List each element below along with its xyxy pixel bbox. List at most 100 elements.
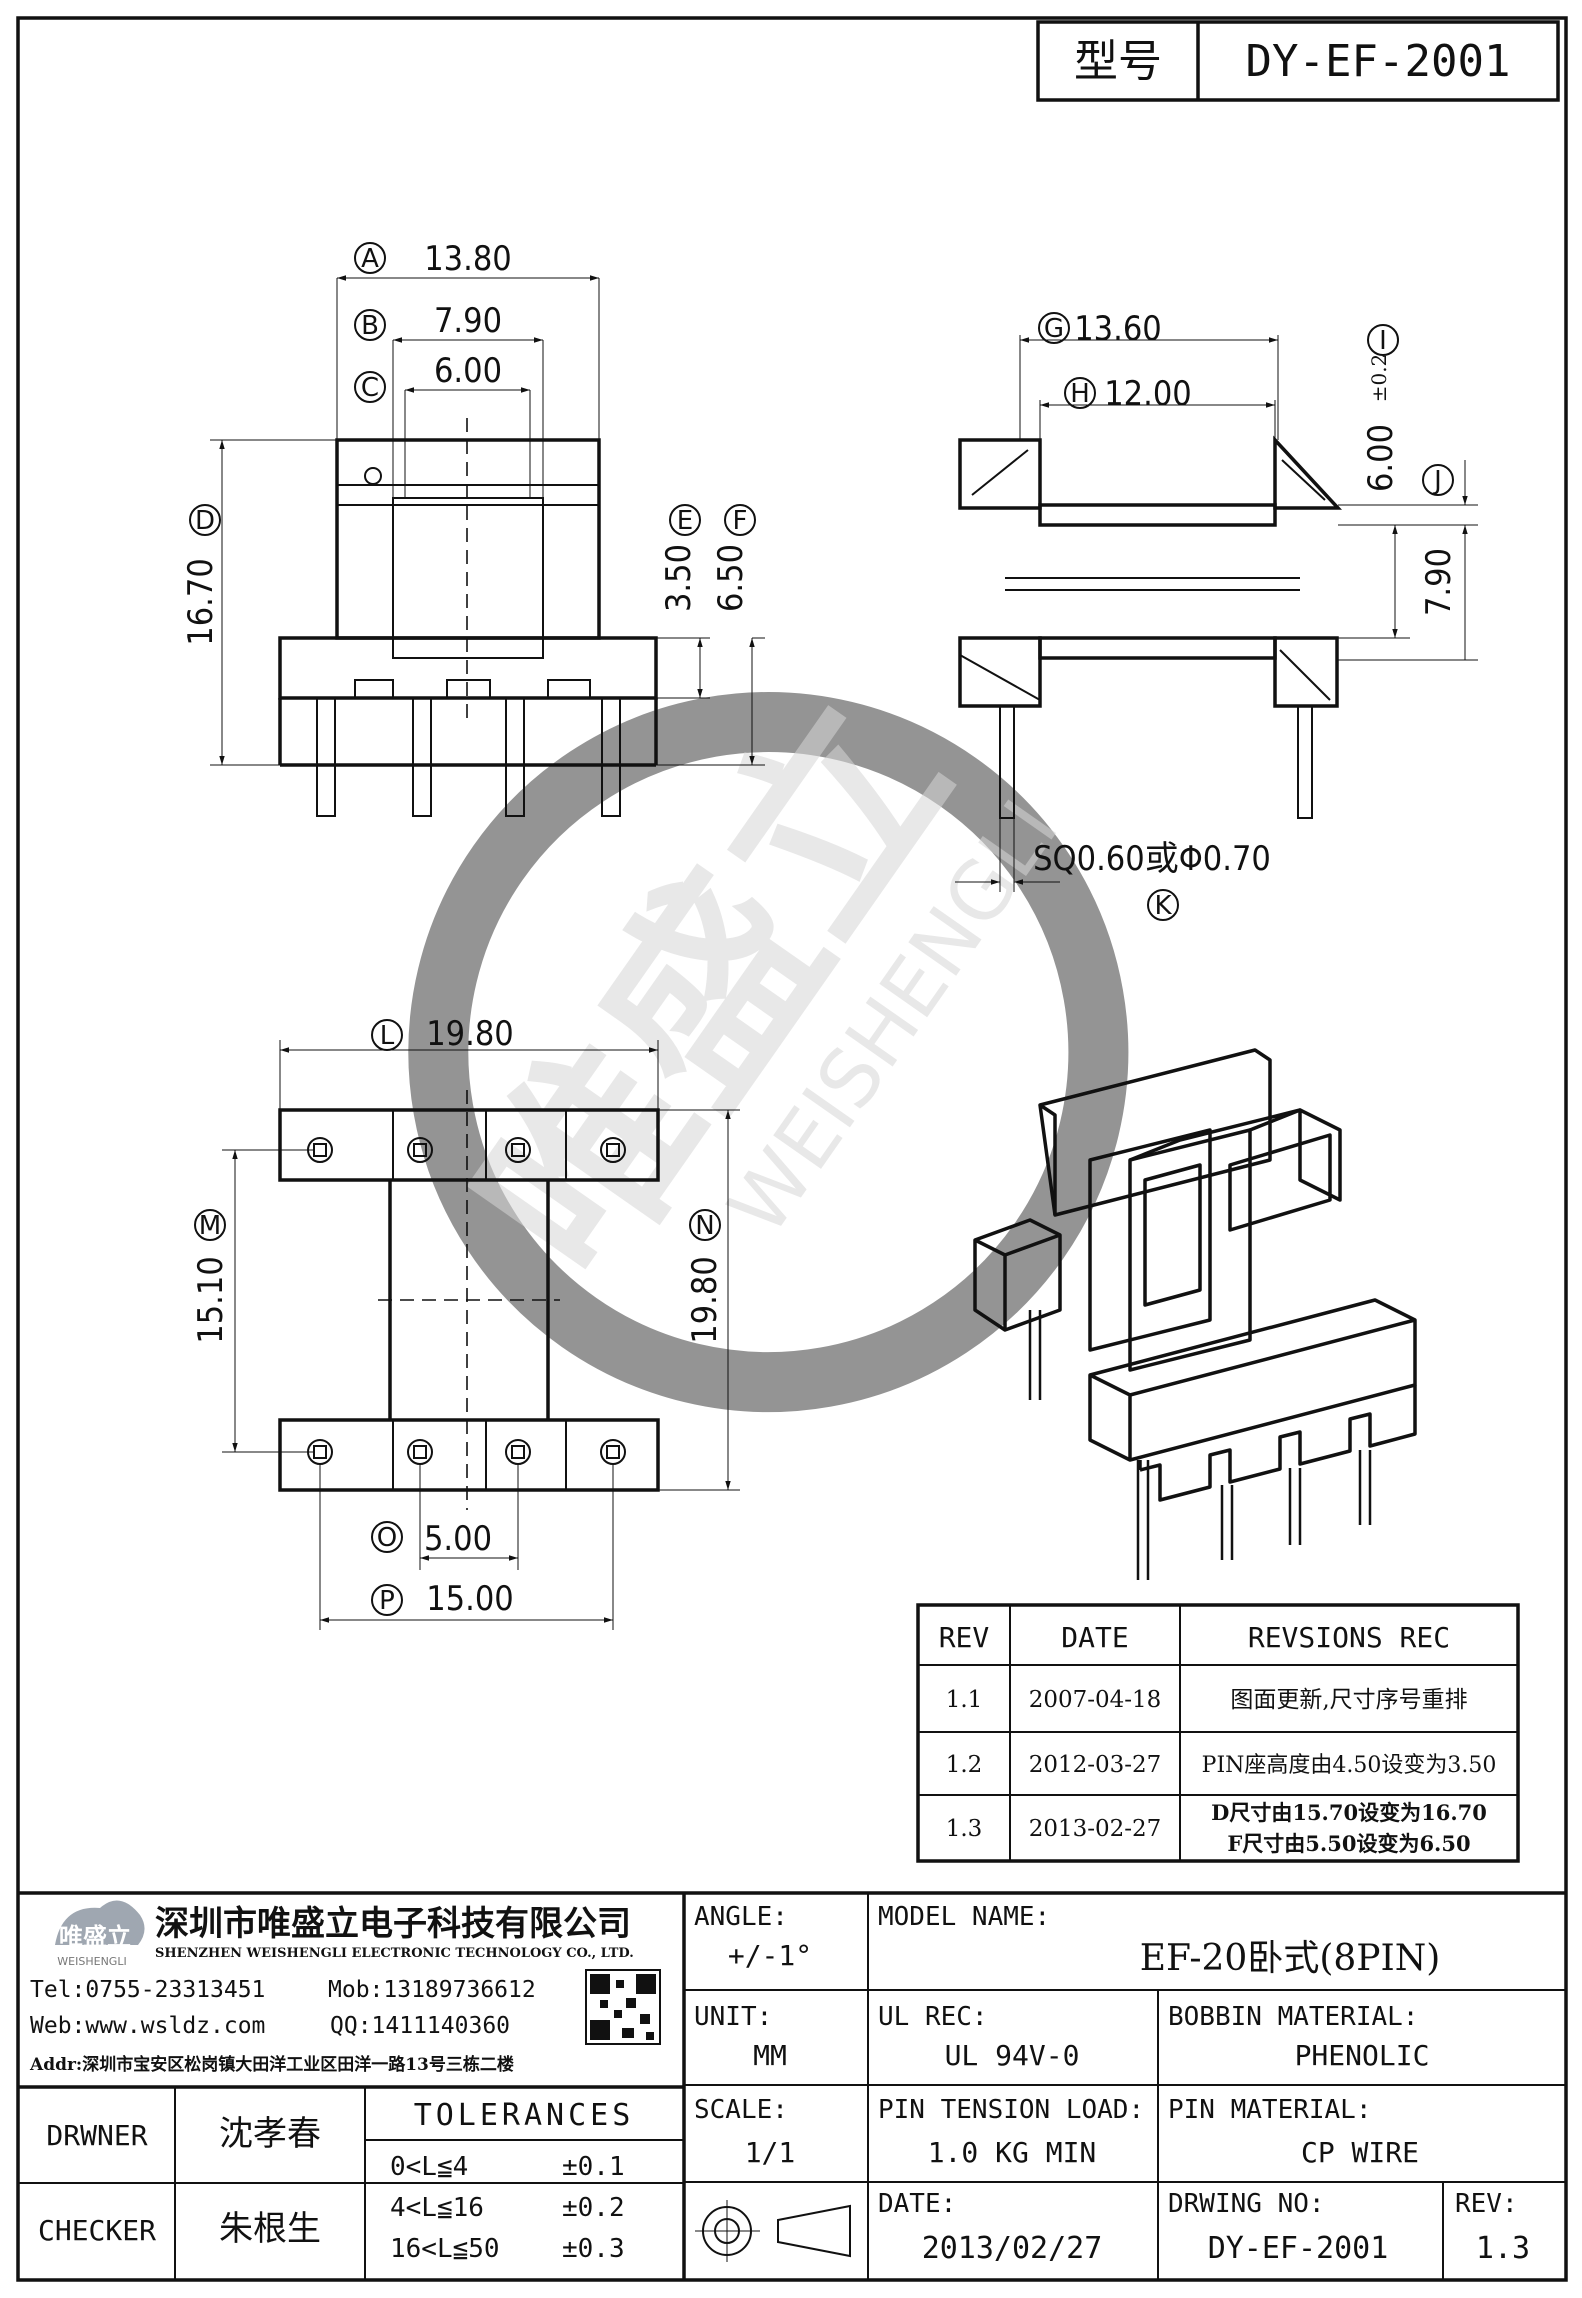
company-logo-cn: 唯盛立: [59, 1923, 131, 1951]
pin-material-value: CP WIRE: [1301, 2136, 1419, 2169]
dim-F-label: F: [733, 506, 748, 536]
tol-row-1-tol: ±0.1: [562, 2152, 625, 2182]
dim-B-label: B: [361, 311, 379, 341]
company-mob: Mob:13189736612: [328, 1977, 536, 2003]
rev-header-rev: REV: [939, 1621, 990, 1654]
pin-tension-label: PIN TENSION LOAD:: [878, 2095, 1144, 2125]
dim-G-value: 13.60: [1074, 309, 1162, 349]
dim-P-label: P: [379, 1586, 395, 1616]
model-value: DY-EF-2001: [1246, 36, 1511, 87]
drwing-no-value: DY-EF-2001: [1208, 2231, 1389, 2266]
dim-N-label: N: [695, 1211, 714, 1241]
pin-material-label: PIN MATERIAL:: [1168, 2095, 1372, 2125]
company-logo-en: WEISHENGLI: [57, 1955, 126, 1968]
dim-P-value: 15.00: [426, 1579, 514, 1619]
projection-symbol-icon: [695, 2200, 851, 2262]
tol-row-1-range: 0<L≦4: [390, 2152, 468, 2182]
dim-I-value: 6.00: [1361, 424, 1401, 492]
company-qq: QQ:1411140360: [330, 2013, 510, 2039]
dim-I-label: I: [1379, 326, 1387, 356]
dim-L-label: L: [380, 1021, 395, 1051]
rev-row-2-rev: 1.2: [946, 1752, 983, 1778]
company-name-en: SHENZHEN WEISHENGLI ELECTRONIC TECHNOLOG…: [155, 1946, 634, 1961]
rev-row-3-date: 2013-02-27: [1029, 1816, 1162, 1842]
ul-rec-value: UL 94V-0: [945, 2039, 1080, 2072]
dim-O-value: 5.00: [424, 1519, 492, 1559]
company-logo: 唯盛立 WEISHENGLI: [55, 1900, 145, 1968]
tol-row-2-tol: ±0.2: [562, 2193, 625, 2223]
pin-tension-value: 1.0 KG MIN: [928, 2136, 1097, 2169]
unit-label: UNIT:: [694, 2002, 772, 2032]
angle-label: ANGLE:: [694, 1902, 788, 1932]
rev-value: 1.3: [1476, 2231, 1530, 2266]
rev-row-3-rev: 1.3: [946, 1816, 983, 1842]
company-tel: Tel:0755-23313451: [30, 1977, 265, 2003]
isometric-view: [973, 1048, 1417, 1580]
dim-C-value: 6.00: [434, 351, 502, 391]
bobbin-material-value: PHENOLIC: [1295, 2039, 1430, 2072]
company-web: Web:www.wsldz.com: [30, 2013, 265, 2039]
dim-D-value: 16.70: [181, 558, 221, 646]
revision-table: REV DATE REVSIONS REC 1.1 2007-04-18 图面更…: [916, 1603, 1520, 1863]
dim-G-label: G: [1044, 314, 1064, 344]
dim-C-label: C: [361, 373, 379, 403]
dim-H-label: H: [1070, 379, 1090, 409]
date-value: 2013/02/27: [922, 2231, 1103, 2266]
company-addr: Addr:深圳市宝安区松岗镇大田洋工业区田洋一路13号三栋二楼: [29, 2054, 514, 2075]
model-label: 型号: [1074, 36, 1162, 87]
checker-label: CHECKER: [38, 2214, 156, 2247]
model-name-label: MODEL NAME:: [878, 1902, 1050, 1932]
dim-J-label: J: [1432, 466, 1442, 496]
rev-label: REV:: [1455, 2189, 1518, 2219]
dim-M-value: 15.10: [191, 1256, 231, 1344]
tol-row-2-range: 4<L≦16: [390, 2193, 484, 2223]
scale-label: SCALE:: [694, 2095, 788, 2125]
dim-I-tol: ±0.2: [1367, 354, 1391, 403]
dim-E-value: 3.50: [659, 544, 699, 612]
title-block: 唯盛立 WEISHENGLI 深圳市唯盛立电子科技有限公司 SHENZHEN W…: [18, 1891, 1566, 2280]
dim-L-value: 19.80: [426, 1014, 514, 1054]
qr-code-icon: [585, 1969, 661, 2045]
tol-row-3-range: 16<L≦50: [390, 2234, 500, 2264]
rev-row-2-date: 2012-03-27: [1029, 1752, 1162, 1778]
front-view: A 13.80 B 7.90 C 6.00 D 16.70 E 3.50 F 6…: [181, 239, 765, 817]
dim-K-value: SQ0.60或Φ0.70: [1033, 839, 1271, 879]
dim-E-label: E: [677, 506, 693, 536]
dim-K-label: K: [1154, 891, 1172, 921]
company-name-cn: 深圳市唯盛立电子科技有限公司: [155, 1904, 631, 1944]
dim-M-label: M: [199, 1211, 221, 1241]
drwing-no-label: DRWING NO:: [1168, 2189, 1325, 2219]
dim-D-label: D: [195, 506, 215, 536]
rev-row-3-rec2: F尺寸由5.50设变为6.50: [1227, 1831, 1470, 1856]
dim-J-value: 7.90: [1419, 548, 1459, 616]
rev-header-date: DATE: [1061, 1621, 1128, 1654]
side-view: G 13.60 H 12.00 I 6.00 ±0.2 J 7.90 SQ0.6…: [955, 309, 1478, 921]
tolerances-title: TOLERANCES: [414, 2098, 635, 2133]
dim-F-value: 6.50: [711, 544, 751, 612]
sheet-border: [16, 16, 1568, 2282]
bobbin-material-label: BOBBIN MATERIAL:: [1168, 2002, 1418, 2032]
dim-H-value: 12.00: [1104, 374, 1192, 414]
rev-header-rec: REVSIONS REC: [1248, 1621, 1450, 1654]
header-model-box: 型号 DY-EF-2001: [1036, 20, 1560, 102]
drawer-value: 沈孝春: [219, 2114, 321, 2154]
model-name-value: EF-20卧式(8PIN): [1140, 1938, 1441, 1979]
dim-A-value: 13.80: [424, 239, 512, 279]
scale-value: 1/1: [745, 2136, 796, 2169]
drawer-label: DRWNER: [46, 2119, 147, 2152]
date-label: DATE:: [878, 2189, 956, 2219]
tol-row-3-tol: ±0.3: [562, 2234, 625, 2264]
rev-row-1-rev: 1.1: [946, 1687, 983, 1713]
rev-row-2-rec: PIN座高度由4.50设变为3.50: [1202, 1753, 1497, 1778]
dim-N-value: 19.80: [685, 1256, 725, 1344]
angle-value: +/-1°: [728, 1939, 812, 1972]
rev-row-1-date: 2007-04-18: [1029, 1687, 1162, 1713]
rev-row-3-rec: D尺寸由15.70设变为16.70: [1211, 1800, 1487, 1825]
ul-rec-label: UL REC:: [878, 2002, 988, 2032]
dim-O-label: O: [377, 1523, 397, 1553]
rev-row-1-rec: 图面更新,尺寸序号重排: [1230, 1687, 1467, 1713]
dim-A-label: A: [361, 244, 379, 274]
checker-value: 朱根生: [219, 2209, 321, 2249]
unit-value: MM: [753, 2039, 787, 2072]
